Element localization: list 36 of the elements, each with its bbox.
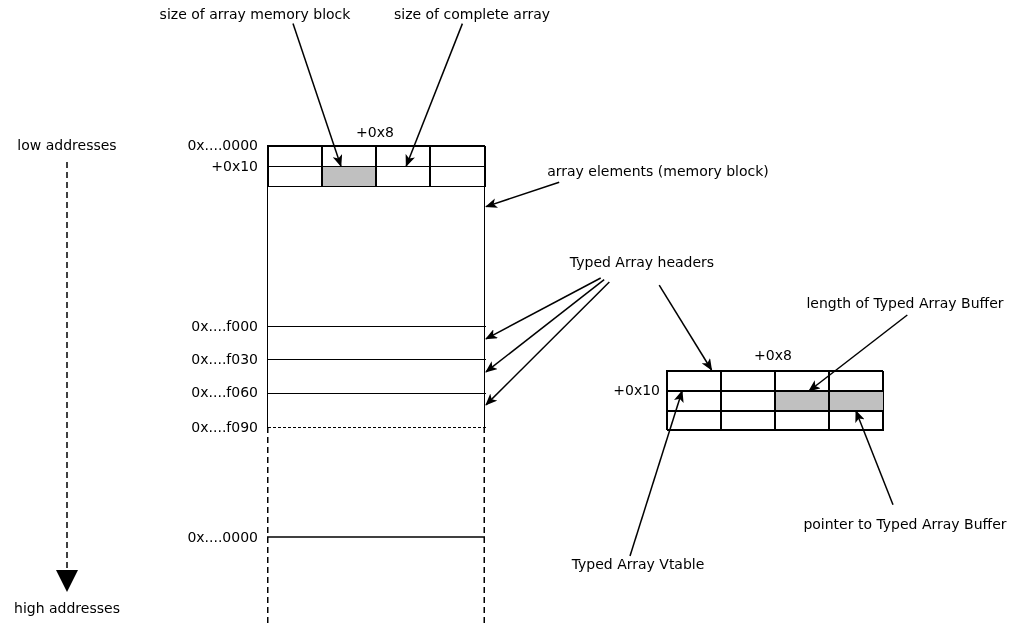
annotation-text: length of Typed Array Buffer xyxy=(790,295,1020,311)
shaded-field-cell xyxy=(775,391,829,411)
address-label: +0x8 xyxy=(355,124,395,140)
annotation-text: size of array memory block xyxy=(155,6,355,22)
annotation-text: size of complete array xyxy=(392,6,552,22)
shaded-field-cell xyxy=(829,391,884,411)
address-label: +0x10 xyxy=(211,158,258,174)
shaded-field-cell xyxy=(322,166,376,187)
address-label: 0x....f090 xyxy=(191,419,258,435)
address-label: 0x....0000 xyxy=(187,137,258,153)
field-cell xyxy=(667,371,721,391)
annotation-text: array elements (memory block) xyxy=(528,163,788,179)
address-label: 0x....f060 xyxy=(191,384,258,400)
address-label: +0x10 xyxy=(613,382,660,398)
address-label: 0x....0000 xyxy=(187,529,258,545)
leader-arrow xyxy=(855,410,894,506)
axis-label: high addresses xyxy=(13,600,121,616)
address-label: 0x....f030 xyxy=(191,351,258,367)
leader-arrow xyxy=(485,277,602,340)
address-label: +0x8 xyxy=(753,347,793,363)
memory-column xyxy=(267,145,485,427)
leader-arrow xyxy=(629,390,684,557)
field-cell xyxy=(376,166,430,187)
annotation-text: pointer to Typed Array Buffer xyxy=(785,516,1025,532)
header-table xyxy=(666,370,883,430)
leader-arrow xyxy=(808,314,909,392)
leader-arrow xyxy=(658,284,713,371)
annotation-text: Typed Array Vtable xyxy=(558,556,718,572)
leader-arrow xyxy=(405,22,464,167)
axis-label: low addresses xyxy=(16,137,118,153)
leader-arrow xyxy=(485,281,611,406)
leader-arrow xyxy=(485,181,560,208)
address-label: 0x....f000 xyxy=(191,318,258,334)
leader-arrow xyxy=(292,22,343,167)
annotation-text: Typed Array headers xyxy=(556,254,728,270)
leader-arrow xyxy=(485,278,605,373)
